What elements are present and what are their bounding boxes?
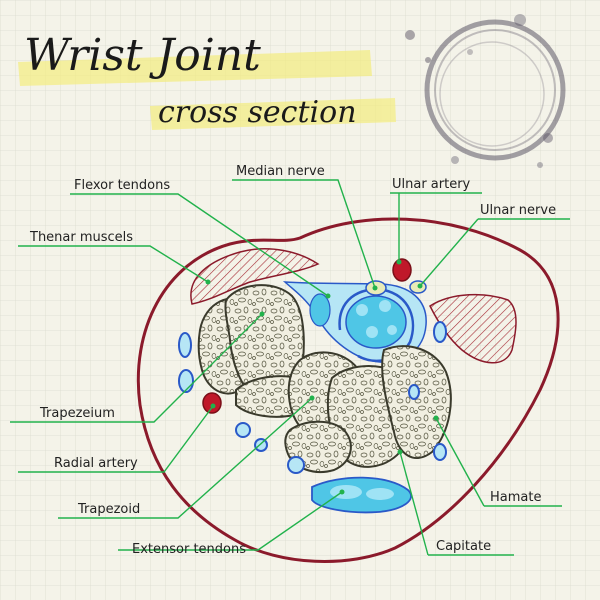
coffee-stain bbox=[405, 14, 566, 168]
label-capitate: Capitate bbox=[436, 539, 491, 554]
title-line-2: cross section bbox=[158, 95, 357, 130]
label-trapezeium: Trapezeium bbox=[39, 406, 115, 421]
ulnar-artery bbox=[392, 258, 412, 282]
label-median-nerve: Median nerve bbox=[236, 164, 325, 179]
hypothenar-muscle bbox=[429, 293, 517, 364]
thenar-muscle bbox=[190, 248, 320, 305]
title-highlight bbox=[18, 50, 396, 130]
label-thenar-muscles: Thenar muscels bbox=[29, 230, 133, 245]
small-vessels bbox=[178, 321, 447, 474]
radial-artery bbox=[202, 392, 222, 414]
wrist-outline bbox=[136, 217, 560, 563]
carpal-tunnel bbox=[282, 281, 427, 363]
label-ulnar-nerve: Ulnar nerve bbox=[480, 203, 556, 218]
leader-lines bbox=[10, 179, 570, 556]
label-flexor-tendons: Flexor tendons bbox=[74, 178, 170, 193]
title-line-1: Wrist Joint bbox=[24, 30, 261, 81]
label-radial-artery: Radial artery bbox=[54, 456, 138, 471]
hamate-bone bbox=[381, 345, 452, 459]
label-hamate: Hamate bbox=[490, 490, 541, 505]
label-trapezoid: Trapezoid bbox=[77, 502, 140, 517]
label-extensor-tendons: Extensor tendons bbox=[132, 542, 246, 557]
extensor-tendons bbox=[311, 476, 412, 514]
label-ulnar-artery: Ulnar artery bbox=[392, 177, 471, 192]
leader-dots bbox=[205, 259, 439, 495]
carpal-bones bbox=[197, 284, 452, 473]
